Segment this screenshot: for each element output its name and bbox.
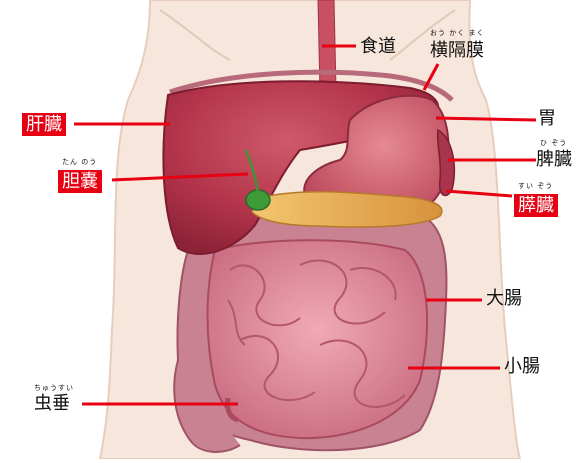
label-stomach: 胃 bbox=[538, 110, 556, 128]
ruby-spleen: ひ ぞう bbox=[540, 140, 567, 147]
label-spleen: 脾臓 bbox=[536, 151, 572, 169]
ruby-diaphragm: おう かく まく bbox=[430, 30, 484, 37]
pancreas bbox=[252, 192, 442, 227]
label-large-intestine: 大腸 bbox=[486, 290, 522, 308]
label-esophagus: 食道 bbox=[360, 38, 396, 56]
ruby-gallbladder: たん のう bbox=[62, 159, 97, 166]
label-liver: 肝臓 bbox=[22, 113, 66, 136]
label-gallbladder: 胆嚢 bbox=[58, 170, 102, 193]
gallbladder bbox=[246, 190, 270, 210]
ruby-pancreas: すい ぞう bbox=[518, 183, 553, 190]
label-pancreas: 膵臓 bbox=[514, 194, 558, 217]
label-small-intestine: 小腸 bbox=[504, 358, 540, 376]
label-diaphragm: 横隔膜 bbox=[430, 42, 484, 60]
ruby-appendix: ちゅうすい bbox=[34, 385, 74, 392]
label-appendix: 虫垂 bbox=[34, 395, 70, 413]
